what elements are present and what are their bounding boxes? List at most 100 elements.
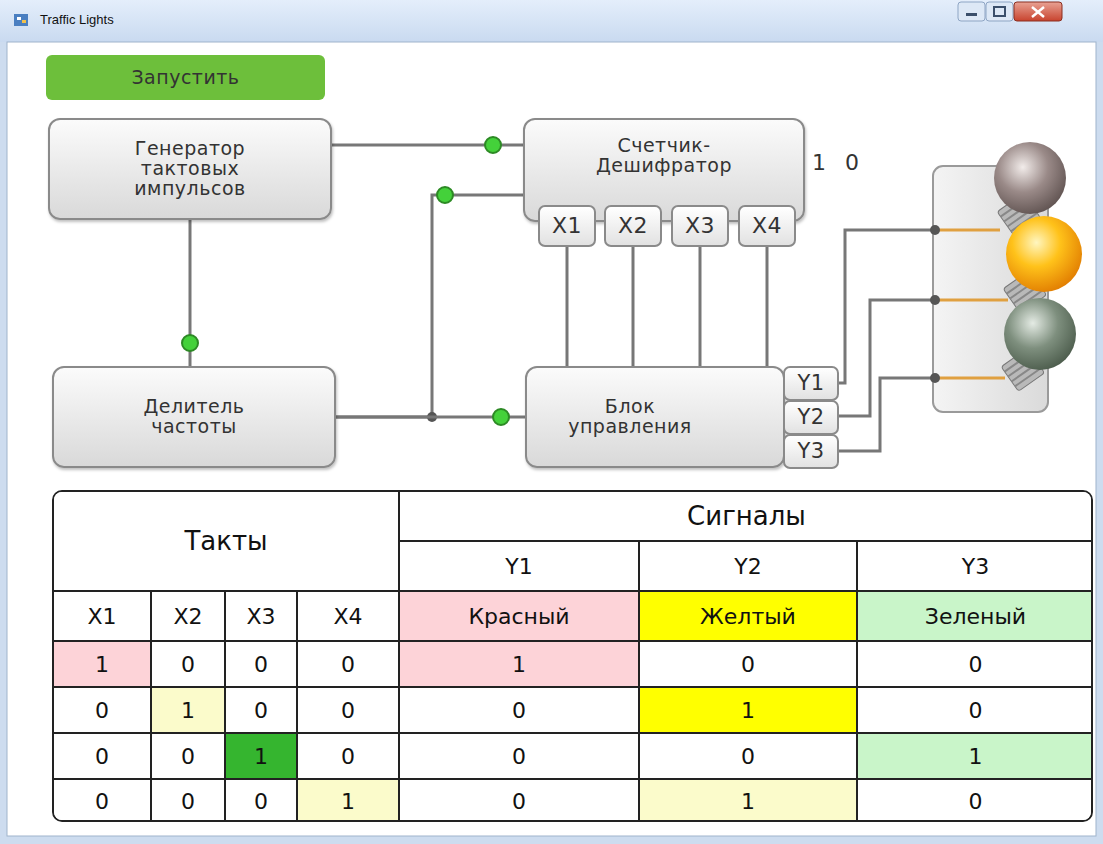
- table-cell: 1: [296, 778, 400, 822]
- table-cell: 0: [856, 640, 1093, 688]
- table-cell: 1: [52, 640, 152, 688]
- table-cell: Красный: [398, 590, 640, 642]
- table-cell: Такты: [52, 490, 400, 592]
- table-text: 0: [741, 652, 755, 677]
- block-label: Y3: [797, 440, 824, 462]
- table-cell: 0: [398, 778, 640, 822]
- table-text: 0: [969, 698, 983, 723]
- table-cell: 1: [224, 732, 298, 780]
- table-cell: 0: [856, 686, 1093, 734]
- table-text: 0: [969, 789, 983, 814]
- table-text: 0: [181, 652, 195, 677]
- signal-wire: [633, 247, 634, 366]
- block-label: X3: [685, 214, 715, 237]
- table-cell: 0: [638, 732, 858, 780]
- table-text: 0: [254, 652, 268, 677]
- input-pin: X3: [671, 205, 729, 247]
- table-cell: 0: [224, 640, 298, 688]
- table-text: 0: [512, 744, 526, 769]
- table-text: 1: [254, 744, 268, 769]
- table-cell: 0: [224, 778, 298, 822]
- control-block: Блок управленияY1Y2Y3: [525, 366, 785, 468]
- output-pin: Y1: [783, 366, 839, 401]
- output-pin: Y2: [783, 400, 839, 435]
- table-text: 1: [181, 698, 195, 723]
- block-label: X1: [552, 214, 582, 237]
- button-label: Запустить: [131, 68, 239, 88]
- table-text: 1: [512, 652, 526, 677]
- generator-block: Генератор тактовых импульсов: [48, 118, 332, 220]
- block-label: Y2: [797, 406, 824, 428]
- input-pin: X2: [604, 205, 662, 247]
- block-label: X2: [618, 214, 648, 237]
- table-text: 1: [341, 789, 355, 814]
- table-cell: 0: [296, 686, 400, 734]
- block-label: Y1: [797, 372, 824, 394]
- table-text: Зеленый: [925, 604, 1026, 629]
- table-cell: X2: [150, 590, 226, 642]
- table-cell: Y2: [638, 540, 858, 592]
- table-text: 0: [95, 698, 109, 723]
- table-cell: 0: [638, 640, 858, 688]
- table-cell: 1: [398, 640, 640, 688]
- table-text: 1: [95, 652, 109, 677]
- table-text: 1: [741, 698, 755, 723]
- table-text: Желтый: [700, 604, 796, 629]
- table-cell: 1: [638, 778, 858, 822]
- table-cell: Y1: [398, 540, 640, 592]
- table-cell: 1: [638, 686, 858, 734]
- table-cell: 0: [296, 732, 400, 780]
- table-cell: 0: [150, 640, 226, 688]
- truth-table: Такты СигналыY1 Y2 Y3X1 X2 X3 X4 Красный Желтый З…: [52, 490, 1093, 822]
- table-text: 0: [341, 652, 355, 677]
- table-text: 0: [95, 744, 109, 769]
- input-pin: X1: [538, 205, 596, 247]
- block-label: Счетчик-Дешифратор: [577, 136, 752, 176]
- table-text: 0: [341, 744, 355, 769]
- table-text: Y3: [962, 554, 989, 579]
- signal-wire: [336, 187, 523, 422]
- signal-wire: [700, 247, 701, 366]
- signal-wire: [332, 137, 523, 153]
- table-cell: 0: [224, 686, 298, 734]
- table-cell: Сигналы: [398, 490, 1093, 542]
- table-cell: X4: [296, 590, 400, 642]
- table-cell: 0: [150, 778, 226, 822]
- counter-state: 1 0: [812, 150, 865, 175]
- table-cell: 0: [296, 640, 400, 688]
- table-cell: Y3: [856, 540, 1093, 592]
- signal-wire: [336, 409, 525, 425]
- table-text: 0: [181, 789, 195, 814]
- signal-wire: [567, 247, 568, 366]
- table-text: 0: [181, 744, 195, 769]
- table-text: 0: [95, 789, 109, 814]
- input-pin: X4: [738, 205, 796, 247]
- table-text: 1: [969, 744, 983, 769]
- table-text: Красный: [468, 604, 569, 629]
- table-cell: 1: [856, 732, 1093, 780]
- block-label: Генератор тактовых импульсов: [103, 139, 278, 199]
- table-text: 0: [512, 789, 526, 814]
- divider-block: Делитель частоты: [52, 366, 336, 468]
- table-text: 0: [741, 744, 755, 769]
- table-text: Сигналы: [687, 501, 806, 531]
- table-text: Y1: [505, 554, 532, 579]
- table-cell: 1: [150, 686, 226, 734]
- table-text: X4: [333, 604, 362, 629]
- counter-decoder-block: Счетчик-ДешифраторX1X2X3X4: [523, 118, 805, 222]
- table-text: X3: [246, 604, 275, 629]
- window-title: Traffic Lights: [40, 12, 114, 27]
- table-cell: X3: [224, 590, 298, 642]
- block-label: X4: [752, 214, 782, 237]
- table-text: 0: [341, 698, 355, 723]
- table-text: Y2: [734, 554, 761, 579]
- block-label: Блок управления: [550, 397, 710, 437]
- table-text: 0: [969, 652, 983, 677]
- signal-wire: [182, 220, 198, 366]
- table-text: 1: [741, 789, 755, 814]
- table-text: X1: [87, 604, 116, 629]
- table-text: Такты: [184, 526, 267, 556]
- table-cell: 0: [398, 732, 640, 780]
- block-label: Делитель частоты: [114, 397, 274, 437]
- table-cell: 0: [150, 732, 226, 780]
